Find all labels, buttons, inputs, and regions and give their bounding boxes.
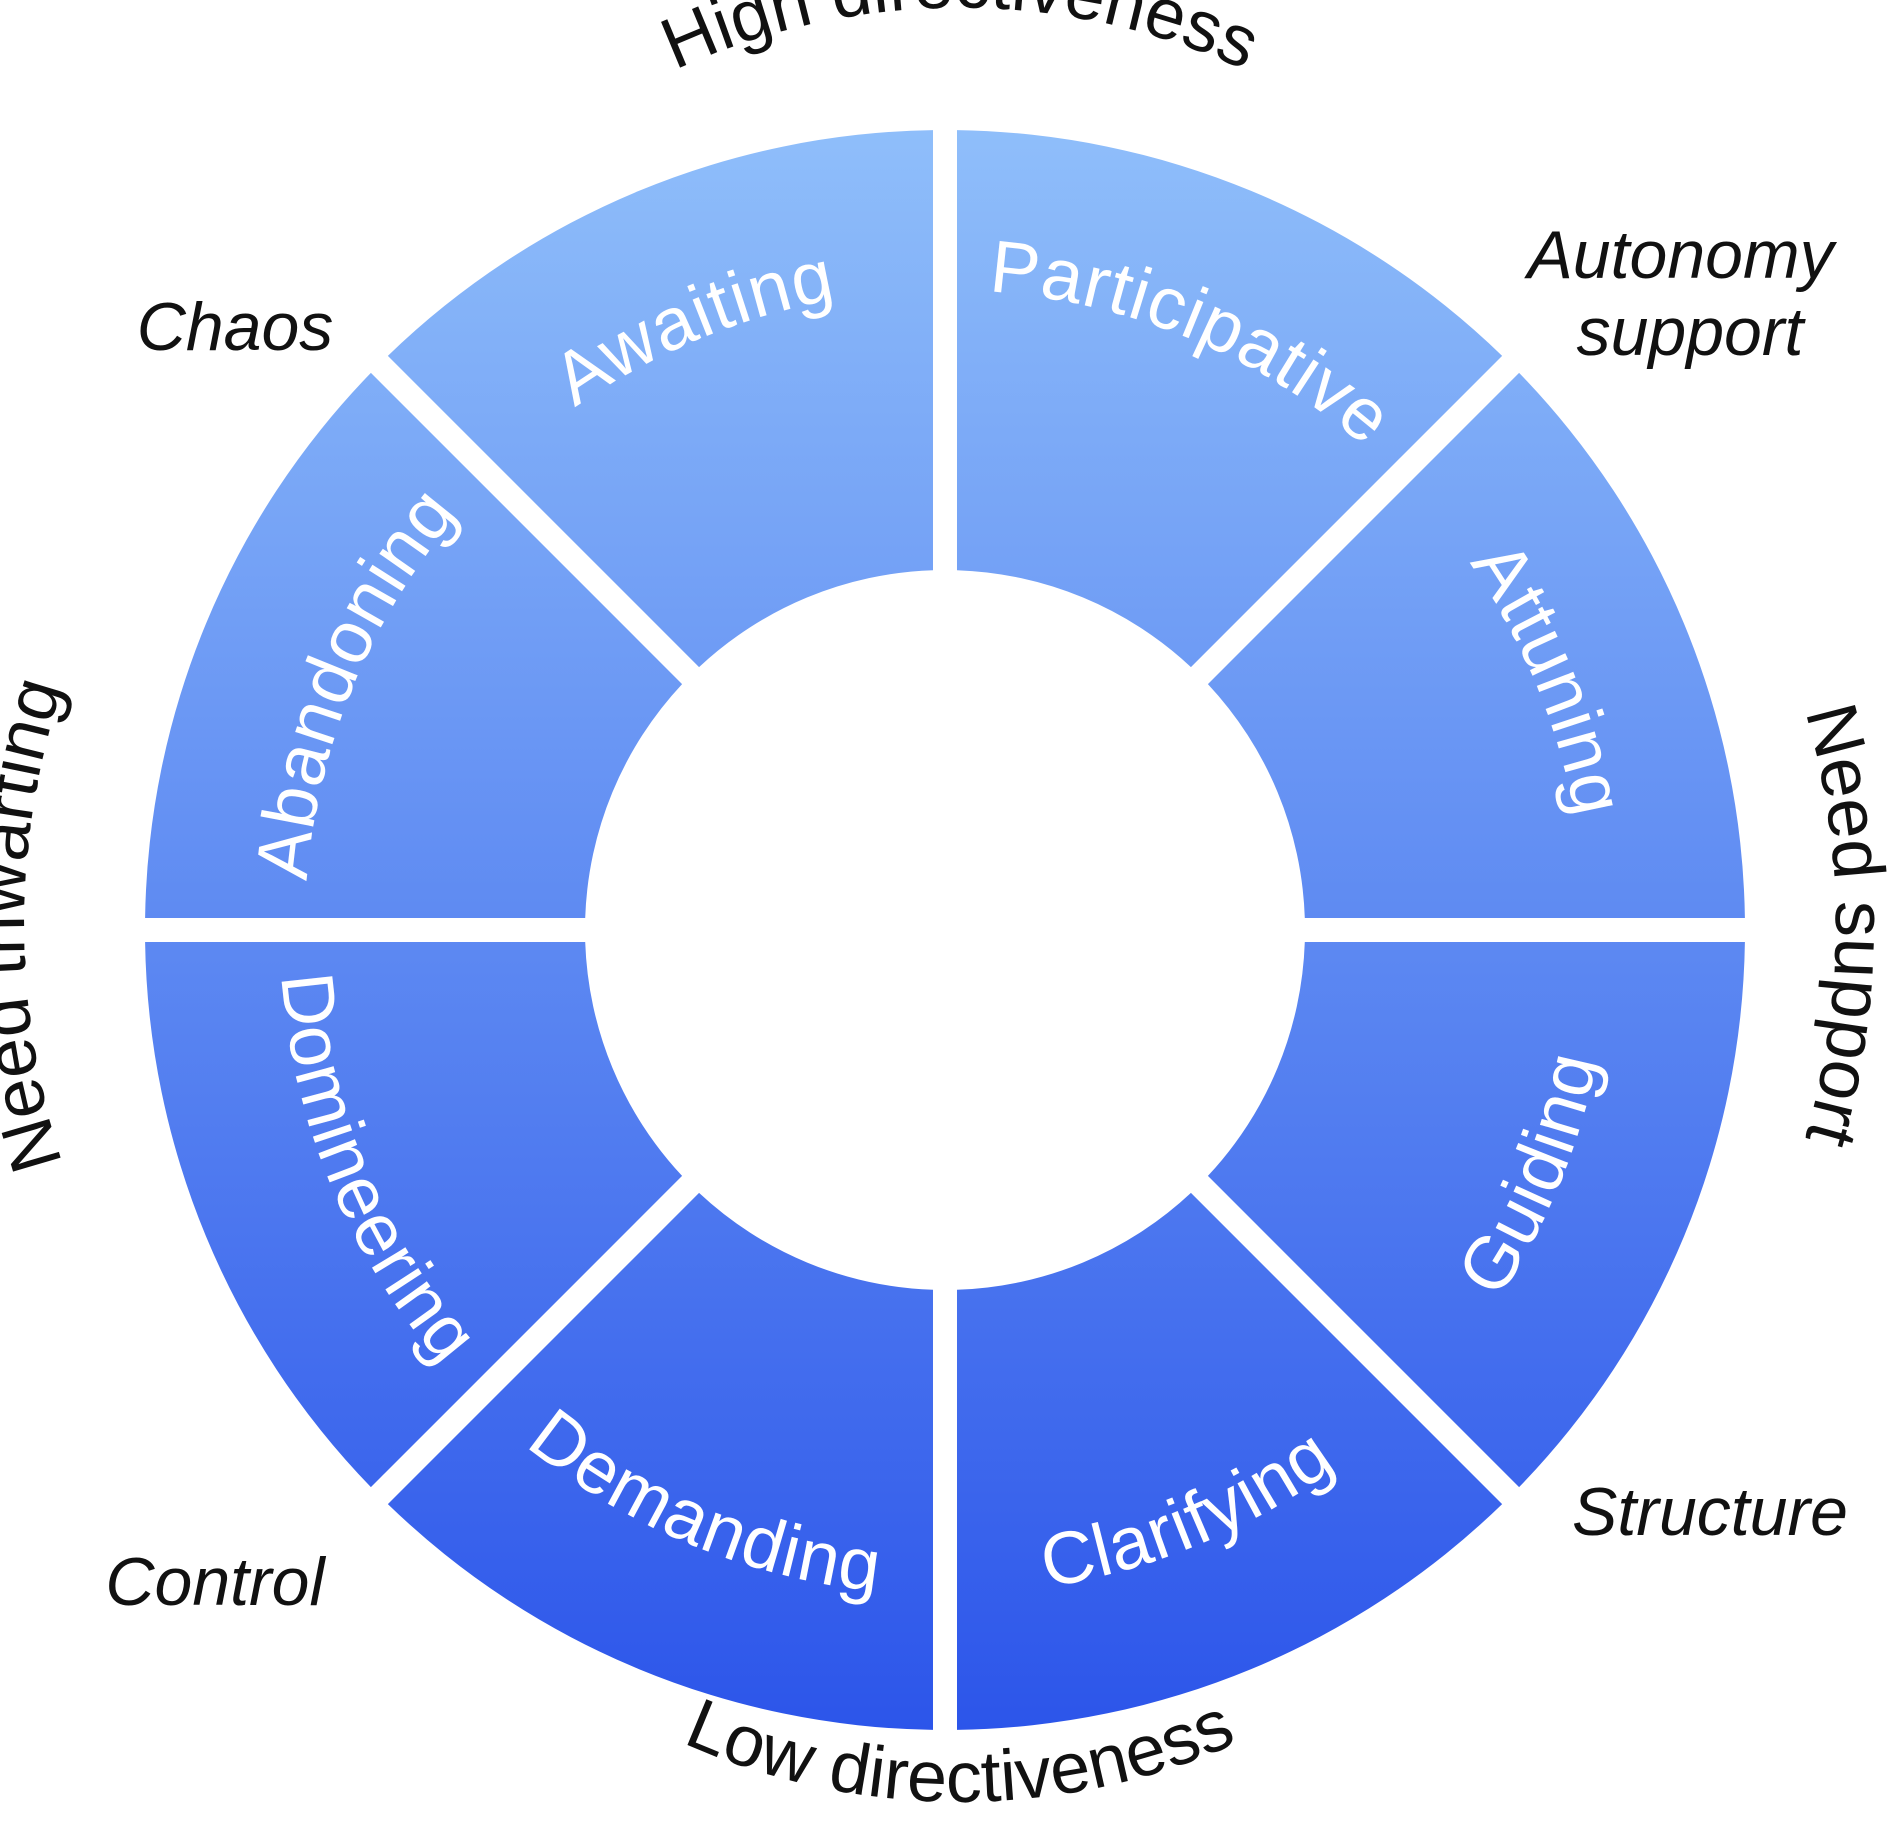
- axis-label-left: Need thwarting: [0, 668, 78, 1181]
- segment-participative: [956, 130, 1503, 668]
- corner-label-structure: Structure: [1572, 1474, 1848, 1550]
- segment-domineering: [145, 941, 683, 1488]
- corner-label-autonomy-line1: Autonomy: [1523, 217, 1837, 293]
- segment-attuning: [1207, 372, 1745, 919]
- segment-demanding: [387, 1192, 934, 1730]
- corner-label-chaos: Chaos: [137, 289, 334, 365]
- corner-label-control: Control: [105, 1544, 326, 1620]
- axis-label-right: Need support: [1790, 696, 1890, 1156]
- segment-guiding: [1207, 941, 1745, 1488]
- corner-label-autonomy-support: Autonomy support: [1523, 217, 1852, 370]
- axis-label-top: High directiveness: [650, 0, 1271, 85]
- segments-layer: [145, 130, 1745, 1730]
- segment-clarifying: [956, 1192, 1503, 1730]
- segment-awaiting: [387, 130, 934, 668]
- corner-label-autonomy-line2: support: [1577, 294, 1807, 370]
- segment-abandoning: [145, 372, 683, 919]
